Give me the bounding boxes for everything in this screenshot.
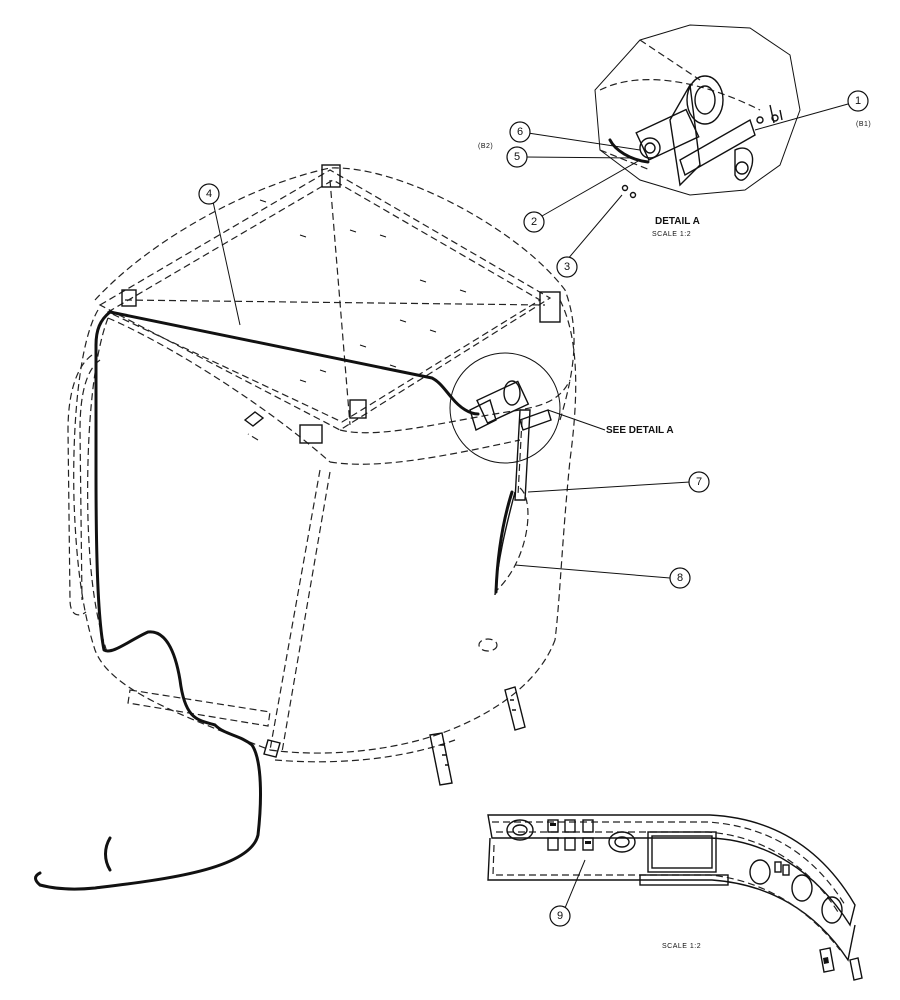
balloon-2-label: 2 xyxy=(531,216,537,228)
balloon-8: 8 xyxy=(669,567,691,589)
balloon-7-label: 7 xyxy=(696,476,702,488)
balloon-5: 5 xyxy=(506,146,528,168)
detail-a-title: DETAIL A xyxy=(655,216,700,227)
cab-assembly xyxy=(67,164,577,786)
balloon-6: 6 xyxy=(509,121,531,143)
balloon-4-label: 4 xyxy=(206,188,212,200)
note-b1: (B1) xyxy=(856,121,871,128)
balloon-7: 7 xyxy=(688,471,710,493)
balloon-5-label: 5 xyxy=(514,151,520,163)
see-detail-a-note: SEE DETAIL A xyxy=(606,425,674,436)
item-9-dash-panel xyxy=(487,814,863,981)
balloon-2: 2 xyxy=(523,211,545,233)
item-4-harness xyxy=(38,310,480,891)
item-4-harness-end xyxy=(34,836,112,887)
note-b2: (B2) xyxy=(478,143,493,150)
balloon-8-label: 8 xyxy=(677,572,683,584)
balloon-6-label: 6 xyxy=(517,126,523,138)
leader-lines xyxy=(211,103,849,909)
balloon-3: 3 xyxy=(556,256,578,278)
detail-a-view xyxy=(594,24,801,199)
balloon-3-label: 3 xyxy=(564,261,570,273)
balloon-4: 4 xyxy=(198,183,220,205)
bottom-scale-note: SCALE 1:2 xyxy=(662,943,701,950)
detail-a-callout-circle xyxy=(449,352,606,464)
detail-a-scale: SCALE 1:2 xyxy=(652,231,691,238)
balloon-1: 1 xyxy=(847,90,869,112)
balloon-9-label: 9 xyxy=(557,910,563,922)
balloon-9: 9 xyxy=(549,905,571,927)
balloon-1-label: 1 xyxy=(855,95,861,107)
